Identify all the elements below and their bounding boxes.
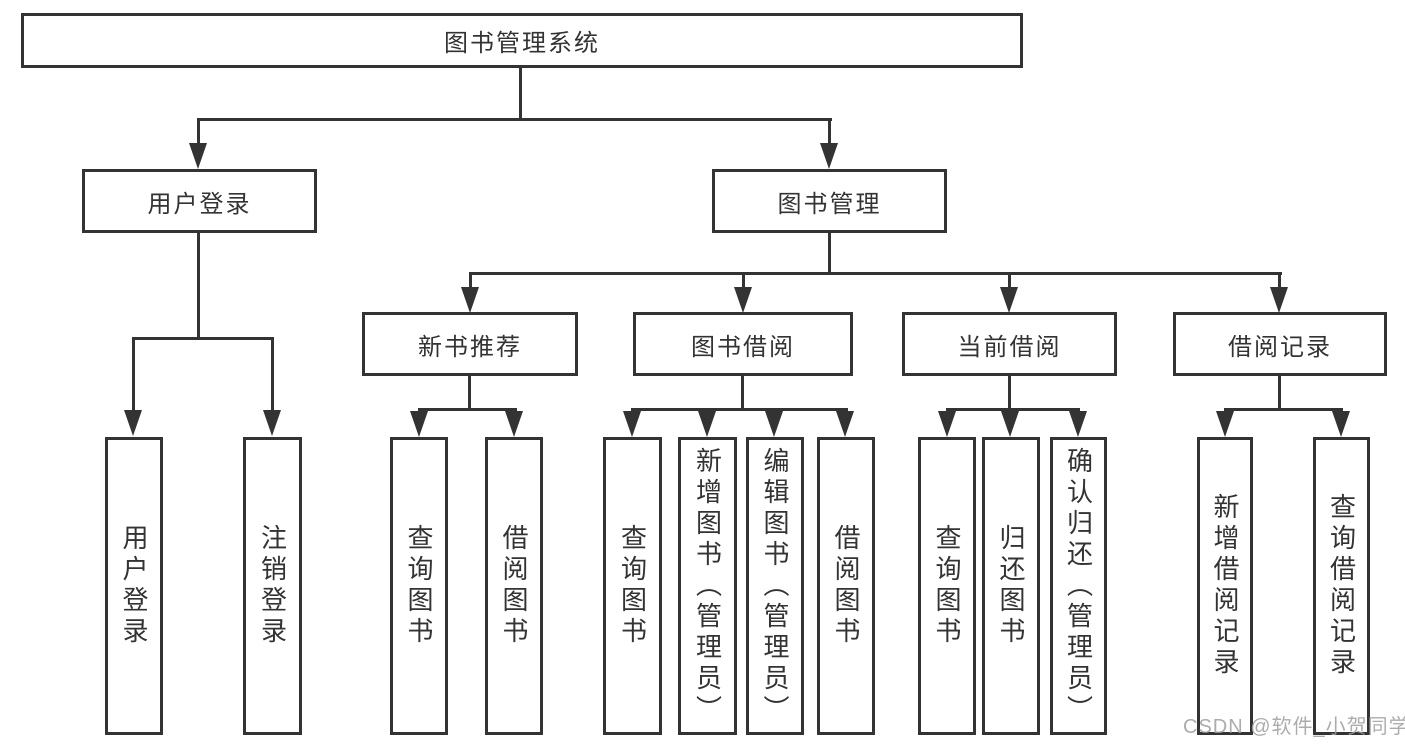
connector-line xyxy=(1008,272,1011,290)
leaf-logout: 注销登录 xyxy=(243,437,302,735)
arrow-down-icon xyxy=(1332,411,1350,437)
arrow-down-icon xyxy=(1069,411,1087,437)
connector-line xyxy=(1224,408,1343,411)
connector-line xyxy=(469,272,1282,275)
leaf-add-borrow-record: 新增借阅记录 xyxy=(1197,437,1253,735)
connector-line xyxy=(828,233,831,272)
connector-line xyxy=(468,376,471,408)
leaf-query-borrow-record-label: 查询借阅记录 xyxy=(1326,493,1357,679)
leaf-confirm-return-admin-label: 确认归还（管理员） xyxy=(1063,446,1094,726)
connector-line xyxy=(469,272,472,290)
arrow-down-icon xyxy=(698,411,716,437)
arrow-down-icon xyxy=(263,410,281,436)
connector-line xyxy=(271,337,274,411)
leaf-user-login: 用户登录 xyxy=(105,437,163,735)
node-book-borrow-label: 图书借阅 xyxy=(691,333,795,361)
node-current-borrow-label: 当前借阅 xyxy=(957,333,1062,361)
leaf-logout-label: 注销登录 xyxy=(257,524,288,648)
arrow-down-icon xyxy=(505,411,523,437)
leaf-add-borrow-record-label: 新增借阅记录 xyxy=(1210,493,1240,679)
arrow-down-icon xyxy=(1000,287,1018,313)
arrow-down-icon xyxy=(1001,411,1019,437)
leaf-borrow-book-2-label: 借阅图书 xyxy=(831,524,861,648)
leaf-query-book-1-label: 查询图书 xyxy=(404,524,434,648)
arrow-down-icon xyxy=(836,411,854,437)
arrow-down-icon xyxy=(765,411,783,437)
leaf-add-book-admin: 新增图书（管理员） xyxy=(678,437,737,735)
leaf-borrow-book-2: 借阅图书 xyxy=(817,437,875,735)
node-book-borrow: 图书借阅 xyxy=(633,312,853,376)
arrow-down-icon xyxy=(189,143,207,169)
leaf-query-book-3-label: 查询图书 xyxy=(932,524,962,648)
leaf-return-book-label: 归还图书 xyxy=(996,524,1026,648)
connector-line xyxy=(132,337,274,340)
node-root: 图书管理系统 xyxy=(21,13,1023,68)
arrow-down-icon xyxy=(124,410,142,436)
connector-line xyxy=(197,233,200,337)
connector-line xyxy=(631,408,848,411)
leaf-borrow-book-1: 借阅图书 xyxy=(485,437,543,735)
leaf-borrow-book-1-label: 借阅图书 xyxy=(499,524,529,648)
arrow-down-icon xyxy=(938,411,956,437)
leaf-confirm-return-admin: 确认归还（管理员） xyxy=(1050,437,1107,735)
connector-line xyxy=(946,408,1080,411)
node-borrow-record-label: 借阅记录 xyxy=(1228,333,1332,361)
leaf-edit-book-admin-label: 编辑图书（管理员） xyxy=(760,446,790,726)
leaf-edit-book-admin: 编辑图书（管理员） xyxy=(746,437,804,735)
node-book-management: 图书管理 xyxy=(712,169,947,233)
arrow-down-icon xyxy=(461,287,479,313)
connector-line xyxy=(519,68,522,118)
node-borrow-record: 借阅记录 xyxy=(1173,312,1387,376)
node-user-login: 用户登录 xyxy=(82,169,317,233)
arrow-down-icon xyxy=(734,287,752,313)
leaf-query-book-3: 查询图书 xyxy=(918,437,976,735)
leaf-query-book-1: 查询图书 xyxy=(390,437,448,735)
leaf-add-book-admin-label: 新增图书（管理员） xyxy=(692,446,723,726)
connector-line xyxy=(742,272,745,290)
leaf-query-book-2: 查询图书 xyxy=(603,437,662,735)
connector-line xyxy=(197,118,200,146)
leaf-query-borrow-record: 查询借阅记录 xyxy=(1313,437,1370,735)
arrow-down-icon xyxy=(1270,287,1288,313)
connector-line xyxy=(1278,376,1281,408)
leaf-return-book: 归还图书 xyxy=(982,437,1040,735)
arrow-down-icon xyxy=(820,143,838,169)
node-new-book-recommend-label: 新书推荐 xyxy=(418,333,522,361)
connector-line xyxy=(418,408,517,411)
connector-line xyxy=(132,337,135,411)
leaf-user-login-label: 用户登录 xyxy=(119,524,149,648)
csdn-watermark: CSDN @软件_小贺同学 xyxy=(1183,716,1405,738)
connector-line xyxy=(1278,272,1281,290)
connector-line xyxy=(1008,376,1011,408)
node-root-label: 图书管理系统 xyxy=(444,30,600,57)
arrow-down-icon xyxy=(623,411,641,437)
node-new-book-recommend: 新书推荐 xyxy=(362,312,578,376)
connector-line xyxy=(828,118,831,146)
arrow-down-icon xyxy=(410,411,428,437)
node-user-login-label: 用户登录 xyxy=(147,190,252,218)
node-book-management-label: 图书管理 xyxy=(777,190,882,218)
leaf-query-book-2-label: 查询图书 xyxy=(617,524,648,648)
connector-line xyxy=(197,118,832,121)
arrow-down-icon xyxy=(1216,411,1234,437)
node-current-borrow: 当前借阅 xyxy=(902,312,1117,376)
connector-line xyxy=(741,376,744,408)
